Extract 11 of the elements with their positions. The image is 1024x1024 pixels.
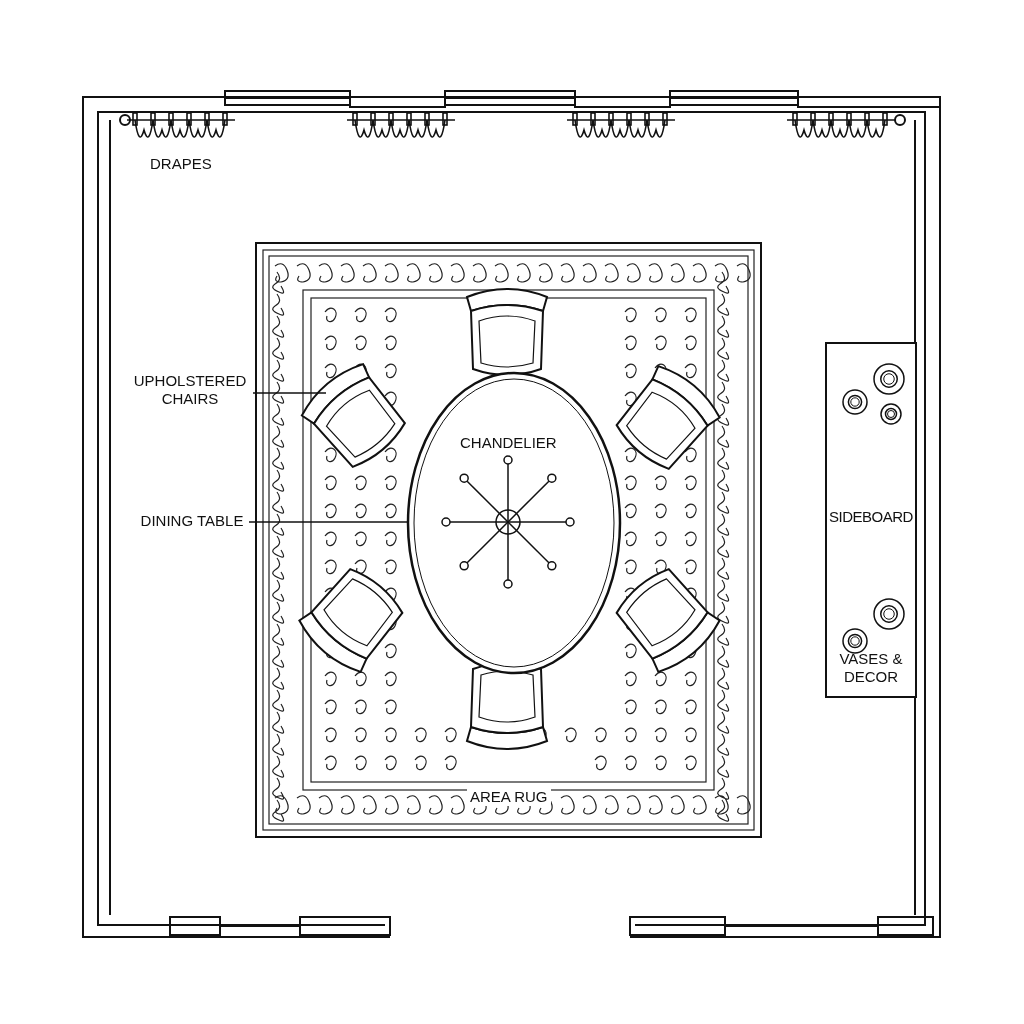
drapes-label: DRAPES [150, 155, 212, 173]
leader-line [252, 392, 327, 394]
table-oval [407, 372, 621, 674]
sideboard-label: SIDEBOARD [829, 508, 913, 526]
chandelier-label: CHANDELIER [460, 434, 557, 452]
vases-label: VASES & DECOR [838, 650, 904, 686]
callout-text: UPHOLSTERED CHAIRS [128, 372, 252, 414]
leader-line [248, 521, 409, 523]
callout-text: DINING TABLE [136, 512, 248, 532]
sideboard [825, 342, 917, 698]
rug-label: AREA RUG [467, 788, 551, 806]
